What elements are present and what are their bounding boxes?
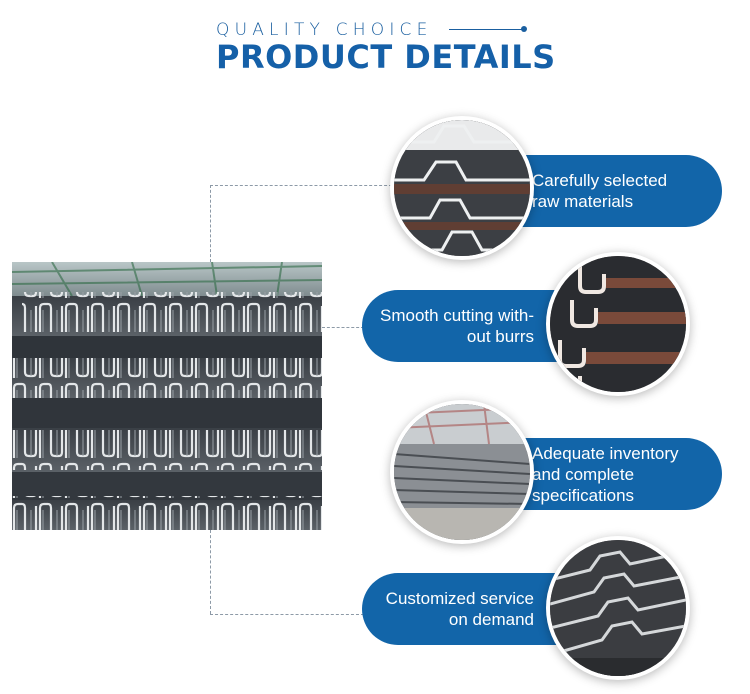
feature-inventory-label: Adequate inventory and complete specific… — [532, 443, 679, 505]
subtitle-divider — [449, 29, 523, 30]
connector-bottom-vertical — [210, 530, 211, 614]
sheet-pile-stack-image — [12, 262, 322, 530]
feature-custom-service-image — [550, 540, 686, 676]
feature-custom-service-label: Customized service on demand — [385, 589, 534, 629]
section-title: PRODUCT DETAILS — [216, 38, 556, 76]
feature-raw-materials-image — [394, 120, 530, 256]
connector-top-vertical — [210, 185, 211, 262]
subtitle-dot — [521, 26, 527, 32]
feature-inventory-image — [394, 404, 530, 540]
connector-top-horizontal — [210, 185, 402, 186]
feature-smooth-cutting-image — [550, 256, 686, 392]
connector-bottom-horizontal — [210, 614, 364, 615]
section-subtitle: QUALITY CHOICE — [216, 20, 433, 40]
feature-smooth-cutting-label: Smooth cutting with- out burrs — [379, 306, 534, 346]
feature-raw-materials-label: Carefully selected raw materials — [532, 171, 668, 211]
connector-middle — [322, 327, 364, 328]
